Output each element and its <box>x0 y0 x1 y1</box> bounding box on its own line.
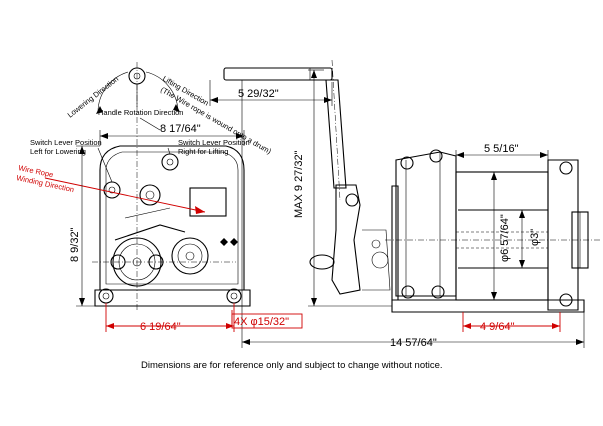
dimension-lines <box>76 69 585 348</box>
overall-length-value: 14 57/64" <box>390 337 437 349</box>
drum-diameter-value: φ3" <box>529 229 541 246</box>
drum-width-value: 5 5/16" <box>484 143 519 155</box>
annotation-labels: Lowering Direction Lifting Direction (Th… <box>16 74 274 194</box>
front-view <box>44 62 251 310</box>
handle-length-value: 5 29/32" <box>238 88 279 100</box>
mount-spacing-front-value: 6 19/64" <box>140 321 181 333</box>
mounting-dimension-lines <box>105 303 561 332</box>
disclaimer-note: Dimensions are for reference only and su… <box>141 360 443 371</box>
switch-lever-right-label: Switch Lever Position <box>178 138 250 147</box>
mount-spacing-side-value: 4 9/64" <box>480 321 515 333</box>
side-view <box>223 59 600 313</box>
handle-rotation-label: Handle Rotation Direction <box>98 108 183 117</box>
right-for-lifting-label: Right for Lifting <box>178 147 228 156</box>
dimension-values: 5 29/32" 8 17/64" 8 9/32" MAX 9 27/32" 5… <box>69 88 541 349</box>
max-height-value: MAX 9 27/32" <box>293 150 305 218</box>
switch-lever-left-label: Switch Lever Position <box>30 138 102 147</box>
mount-holes-value: 4X φ15/32" <box>234 316 289 328</box>
left-for-lowering-label: Left for Lowering <box>30 147 86 156</box>
front-width-value: 8 17/64" <box>160 123 201 135</box>
drum-flange-diameter-value: φ6 57/64" <box>499 214 511 262</box>
front-height-value: 8 9/32" <box>69 227 81 262</box>
